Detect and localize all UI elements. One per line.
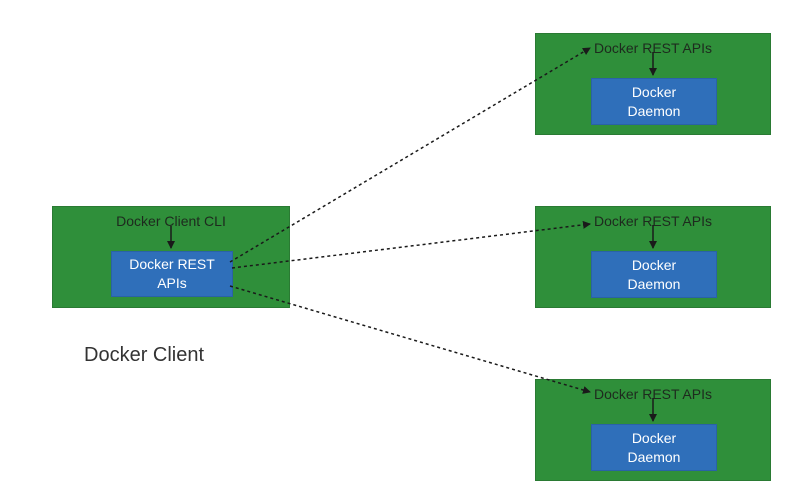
docker-host-box-3: Docker REST APIs Docker Daemon: [535, 379, 771, 481]
client-rest-apis-line1: Docker REST: [129, 256, 215, 272]
host-rest-apis-label-1: Docker REST APIs: [593, 40, 712, 56]
docker-daemon-line2-2: Daemon: [627, 275, 681, 292]
docker-daemon-box-2: Docker Daemon: [591, 251, 717, 298]
docker-daemon-line1-1: Docker: [631, 83, 677, 100]
docker-host-box-1: Docker REST APIs Docker Daemon: [535, 33, 771, 135]
docker-daemon-line1-3: Docker: [631, 429, 677, 446]
docker-daemon-line2-3: Daemon: [627, 448, 681, 465]
host-rest-apis-label-3: Docker REST APIs: [593, 386, 712, 402]
host-rest-apis-label-2: Docker REST APIs: [593, 213, 712, 229]
docker-client-cli-label: Docker Client CLI: [116, 213, 226, 229]
client-rest-apis-line2: APIs: [157, 275, 187, 291]
docker-daemon-line2-1: Daemon: [627, 102, 681, 119]
docker-daemon-box-3: Docker Daemon: [591, 424, 717, 471]
client-rest-apis-box: Docker REST APIs: [111, 251, 233, 297]
docker-host-box-2: Docker REST APIs Docker Daemon: [535, 206, 771, 308]
docker-client-caption: Docker Client: [84, 344, 205, 366]
docker-daemon-line1-2: Docker: [631, 256, 677, 273]
docker-client-box: Docker Client CLI Docker REST APIs: [52, 206, 290, 308]
docker-daemon-box-1: Docker Daemon: [591, 78, 717, 125]
